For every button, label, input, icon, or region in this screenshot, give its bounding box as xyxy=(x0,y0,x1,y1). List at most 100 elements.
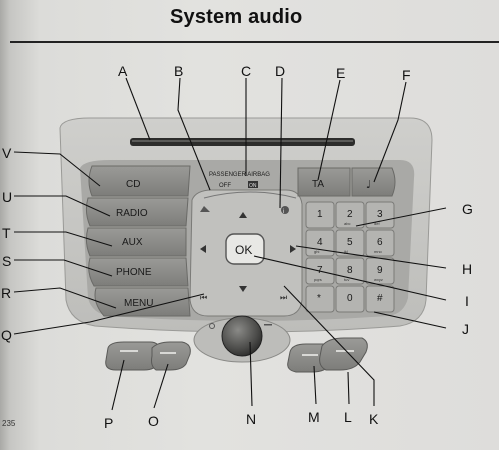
title-underline xyxy=(10,41,499,43)
keypad-key-8[interactable] xyxy=(335,257,365,285)
keypad-key-1[interactable] xyxy=(305,201,335,229)
callout-line-a xyxy=(125,77,151,141)
seek-forward-icon[interactable]: ⏭ xyxy=(280,293,287,302)
callout-line-i xyxy=(253,255,447,301)
callout-letters: A B C D E F G H I J K L M N O P Q R S T … xyxy=(1,63,473,431)
phone-button[interactable] xyxy=(88,257,189,287)
keypad-key-label: 8 xyxy=(347,265,353,276)
callout-line-r xyxy=(13,287,117,309)
keypad-key-4[interactable] xyxy=(305,229,335,257)
callout-p: P xyxy=(104,415,113,431)
radio-button[interactable] xyxy=(85,197,189,227)
callout-f: F xyxy=(402,67,411,83)
seek-back-icon[interactable]: ⏮ xyxy=(200,293,207,302)
nav-up-arrow-icon[interactable] xyxy=(239,212,247,218)
keypad-key-label: 2 xyxy=(347,209,353,220)
callout-line-s xyxy=(14,259,113,277)
ta-button[interactable] xyxy=(297,167,351,197)
callout-c: C xyxy=(241,63,251,79)
warning-triangle-icon[interactable] xyxy=(200,206,210,212)
keypad-key-12[interactable] xyxy=(365,285,395,313)
keypad-key-10[interactable] xyxy=(305,285,335,313)
music-note-icon: ♩ xyxy=(366,178,371,191)
callout-o: O xyxy=(148,413,159,429)
cd-button-label: CD xyxy=(126,179,140,190)
keypad-key-sublabel: wxyz xyxy=(374,277,383,282)
callout-l: L xyxy=(344,409,352,425)
keypad-key-5[interactable] xyxy=(335,229,365,257)
keypad-key-sublabel: pqrs xyxy=(314,277,322,282)
keypad-key-label: 9 xyxy=(377,265,383,276)
callout-s: S xyxy=(2,253,11,269)
menu-button-label: MENU xyxy=(124,298,153,309)
callout-r: R xyxy=(1,285,11,301)
ta-button-label: TA xyxy=(312,179,324,190)
info-icon[interactable] xyxy=(281,206,289,214)
keypad-key-sublabel: jkl xyxy=(343,249,348,254)
left-bottom-button-o[interactable] xyxy=(151,341,191,371)
keypad-key-sublabel: abc xyxy=(344,221,350,226)
callout-k: K xyxy=(369,411,379,427)
callout-line-t xyxy=(14,231,113,247)
radio-button-label: RADIO xyxy=(116,208,148,219)
callout-line-p xyxy=(111,359,125,411)
button-l-line xyxy=(336,350,354,352)
callout-line-g xyxy=(355,207,447,227)
keypad-key-label: 7 xyxy=(317,265,323,276)
aux-button-label: AUX xyxy=(122,237,143,248)
callout-g: G xyxy=(462,201,473,217)
callout-a: A xyxy=(118,63,128,79)
keypad-key-label: * xyxy=(317,293,321,304)
passenger-airbag-text: PASSENGER AIRBAG xyxy=(209,172,270,178)
callout-b: B xyxy=(174,63,183,79)
power-icon xyxy=(209,323,215,329)
keypad-key-sublabel: tuv xyxy=(344,277,349,282)
callout-line-m xyxy=(313,365,317,405)
button-o-line xyxy=(160,352,176,354)
info-icon-glyph: i xyxy=(283,209,284,215)
keypad-key-sublabel: mno xyxy=(374,249,383,254)
volume-power-knob[interactable] xyxy=(221,315,263,357)
callout-u: U xyxy=(2,189,12,205)
callout-h: H xyxy=(462,261,472,277)
keypad-key-sublabel: def xyxy=(374,221,380,226)
page-title: System audio xyxy=(170,6,303,28)
nav-right-arrow-icon[interactable] xyxy=(290,245,296,253)
callout-n: N xyxy=(246,411,256,427)
keypad-key-11[interactable] xyxy=(335,285,365,313)
button-p-line xyxy=(120,350,138,352)
callout-line-j xyxy=(373,311,447,329)
keypad-key-label: 1 xyxy=(317,209,323,220)
callout-line-q xyxy=(13,293,205,335)
menu-button[interactable] xyxy=(94,287,191,317)
keypad-key-label: # xyxy=(377,293,383,304)
callout-v: V xyxy=(2,145,12,161)
callout-lines xyxy=(13,77,447,411)
sound-button[interactable] xyxy=(351,167,396,197)
page-number: 235 xyxy=(2,419,16,428)
callout-line-n xyxy=(249,341,253,407)
keypad-key-6[interactable] xyxy=(365,229,395,257)
keypad-key-label: 6 xyxy=(377,237,383,248)
callout-line-h xyxy=(295,245,447,269)
nav-down-arrow-icon[interactable] xyxy=(239,286,247,292)
cd-button[interactable] xyxy=(88,165,191,197)
keypad-key-label: 0 xyxy=(347,293,353,304)
callout-line-o xyxy=(153,363,169,409)
keypad-key-label: 4 xyxy=(317,237,323,248)
callout-line-e xyxy=(317,79,341,181)
callout-e: E xyxy=(336,65,345,81)
right-bottom-button-l[interactable] xyxy=(319,337,368,371)
keypad-key-sublabel: ghi xyxy=(314,249,319,254)
keypad-key-3[interactable] xyxy=(365,201,395,229)
aux-button[interactable] xyxy=(85,227,187,257)
keypad-key-2[interactable] xyxy=(335,201,365,229)
callout-line-k xyxy=(283,285,375,406)
left-button-stack: CD RADIO AUX PHONE MENU xyxy=(85,165,191,317)
minus-icon xyxy=(264,324,272,326)
keypad-key-label: 3 xyxy=(377,209,383,220)
nav-left-arrow-icon[interactable] xyxy=(200,245,206,253)
